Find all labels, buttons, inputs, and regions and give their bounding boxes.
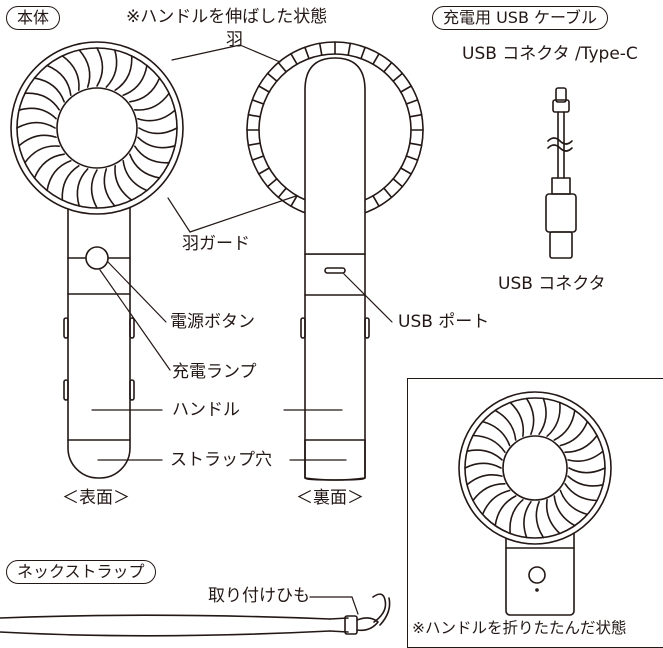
power-button-shape bbox=[86, 247, 108, 269]
back-caption: ＜裏面＞ bbox=[296, 490, 364, 507]
fan-spoke bbox=[406, 100, 417, 104]
strap-hole-label: ストラップ穴 bbox=[170, 452, 272, 469]
cable-title: 充電用 USB ケーブル bbox=[432, 6, 608, 30]
fan-spoke bbox=[305, 47, 309, 58]
fan-spoke bbox=[373, 196, 379, 206]
front-handle-body bbox=[68, 178, 130, 478]
folded-note: ※ハンドルを折りたたんだ状態 bbox=[412, 621, 627, 637]
fan-spoke bbox=[384, 63, 392, 72]
fan-spoke bbox=[268, 179, 277, 187]
fan-spoke bbox=[373, 54, 379, 64]
fan-spoke bbox=[320, 43, 322, 55]
fan-spoke bbox=[393, 73, 402, 81]
neck-strap bbox=[0, 594, 390, 636]
folded-view-frame bbox=[407, 378, 663, 648]
handle-label: ハンドル bbox=[172, 402, 240, 419]
fan-spoke bbox=[361, 47, 365, 58]
blade-label: 羽 bbox=[226, 32, 243, 49]
front-fan bbox=[11, 42, 183, 478]
power-button-label: 電源ボタン bbox=[170, 314, 255, 331]
front-fan-guard bbox=[11, 42, 183, 214]
front-caption: ＜表面＞ bbox=[62, 490, 130, 507]
usb-connector-label: USB コネクタ bbox=[498, 276, 606, 293]
fan-spoke bbox=[393, 179, 402, 187]
fan-spoke bbox=[278, 188, 286, 197]
main-body-label: 本体 bbox=[6, 6, 60, 30]
fan-spoke bbox=[410, 115, 422, 117]
blade-guard-label: 羽ガード bbox=[182, 236, 250, 253]
fan-spoke bbox=[268, 73, 277, 81]
back-handle-body bbox=[305, 58, 365, 480]
fan-spoke bbox=[401, 168, 411, 174]
fan-spoke bbox=[401, 86, 411, 92]
attach-string-label: 取り付けひも bbox=[208, 588, 310, 605]
extended-note: ※ハンドルを伸ばした状態 bbox=[126, 9, 327, 26]
fan-spoke bbox=[252, 100, 263, 104]
fan-spoke bbox=[278, 63, 286, 72]
typec-connector-label: USB コネクタ /Type-C bbox=[462, 46, 638, 63]
fan-spoke bbox=[348, 43, 350, 55]
fan-spoke bbox=[291, 54, 297, 64]
neck-strap-label: ネックストラップ bbox=[6, 560, 156, 584]
fan-spoke bbox=[259, 168, 269, 174]
fan-spoke bbox=[259, 86, 269, 92]
usb-cable bbox=[546, 88, 576, 258]
fan-spoke bbox=[248, 115, 260, 117]
fan-spoke bbox=[406, 156, 417, 160]
back-fan bbox=[247, 42, 423, 480]
usb-port-label: USB ポート bbox=[398, 314, 489, 331]
charge-lamp-label: 充電ランプ bbox=[172, 364, 257, 381]
fan-spoke bbox=[248, 143, 260, 145]
fan-spoke bbox=[252, 156, 263, 160]
fan-spoke bbox=[410, 143, 422, 145]
fan-spoke bbox=[384, 188, 392, 197]
